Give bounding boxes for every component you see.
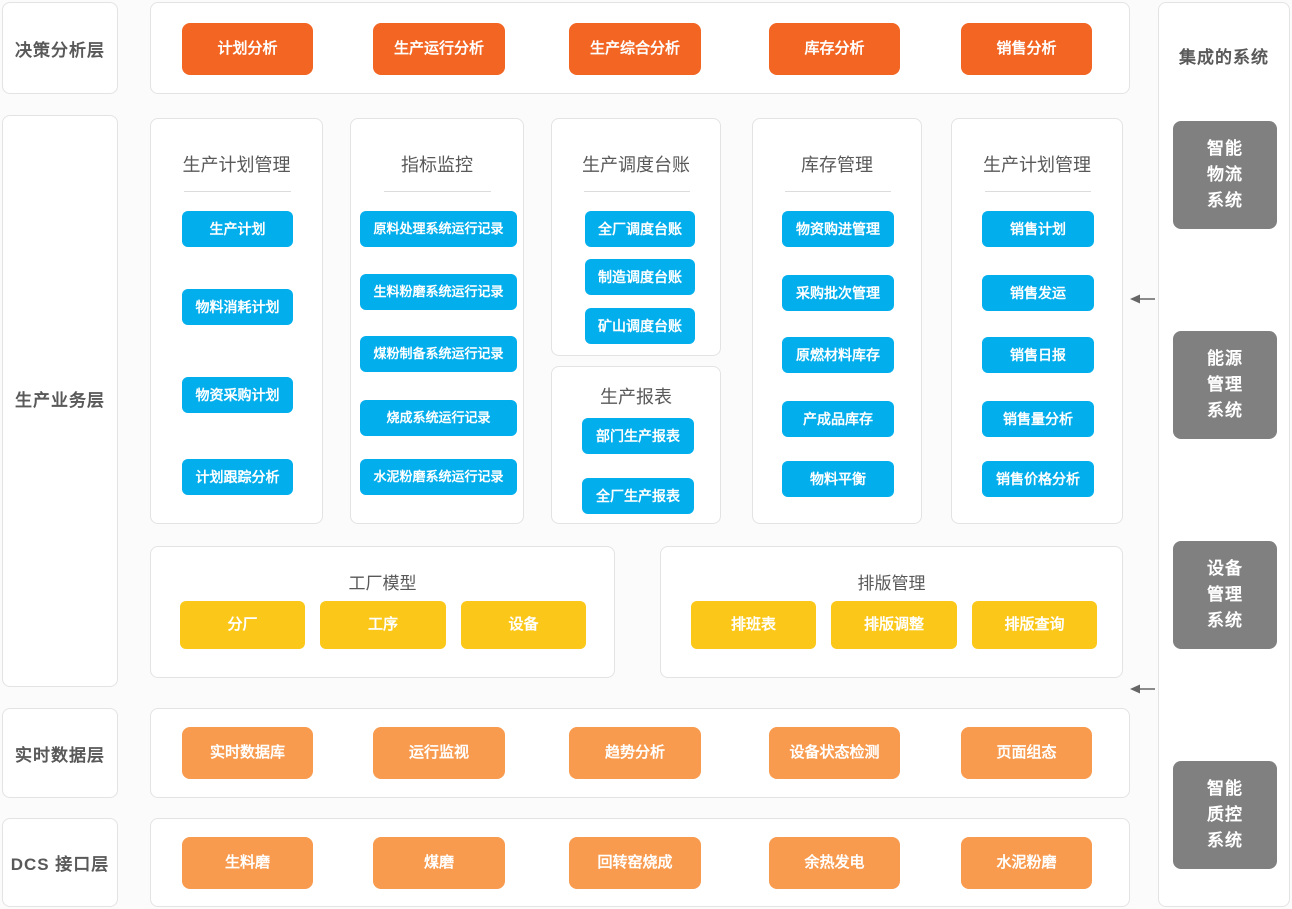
dcs-chip-3[interactable]: 余热发电: [769, 837, 900, 889]
layer-label-realtime: 实时数据层: [2, 708, 118, 798]
system-box-energy-management[interactable]: 能源 管理 系统: [1173, 331, 1277, 439]
group-card-production-plan: 生产计划管理 生产计划 物料消耗计划 物资采购计划 计划跟踪分析: [150, 118, 323, 524]
group-0-item-0[interactable]: 生产计划: [182, 211, 293, 247]
system-box-equipment-management-line-1: 管理: [1207, 585, 1243, 604]
realtime-chip-1[interactable]: 运行监视: [373, 727, 505, 779]
group-card-sales-plan: 生产计划管理 销售计划 销售发运 销售日报 销售量分析 销售价格分析: [951, 118, 1123, 524]
group-5-item-0[interactable]: 销售计划: [982, 211, 1094, 247]
group-divider-2: [584, 191, 690, 192]
group-0-item-2[interactable]: 物资采购计划: [182, 377, 293, 413]
group-3-item-1[interactable]: 全厂生产报表: [582, 478, 694, 514]
group-5-item-2[interactable]: 销售日报: [982, 337, 1094, 373]
group-0-item-3[interactable]: 计划跟踪分析: [182, 459, 293, 495]
group-3-item-0[interactable]: 部门生产报表: [582, 418, 694, 454]
factory-model-item-1[interactable]: 工序: [320, 601, 446, 649]
decision-chip-1[interactable]: 生产运行分析: [373, 23, 505, 75]
group-2-item-2[interactable]: 矿山调度台账: [585, 308, 695, 344]
group-4-item-4[interactable]: 物料平衡: [782, 461, 894, 497]
group-card-schedule-management: 排版管理 排班表 排版调整 排版查询: [660, 546, 1123, 678]
dcs-chip-4[interactable]: 水泥粉磨: [961, 837, 1092, 889]
system-box-smart-logistics-line-0: 智能: [1207, 139, 1243, 158]
dcs-chip-0[interactable]: 生料磨: [182, 837, 313, 889]
layer-label-dcs: DCS 接口层: [2, 818, 118, 907]
decision-chip-4[interactable]: 销售分析: [961, 23, 1092, 75]
layer-label-decision: 决策分析层: [2, 2, 118, 94]
dcs-chip-1[interactable]: 煤磨: [373, 837, 505, 889]
group-title-4: 库存管理: [801, 155, 873, 175]
factory-model-item-0[interactable]: 分厂: [180, 601, 305, 649]
group-5-item-3[interactable]: 销售量分析: [982, 401, 1094, 437]
group-card-index-monitor: 指标监控 原料处理系统运行记录 生料粉磨系统运行记录 煤粉制备系统运行记录 烧成…: [350, 118, 524, 524]
group-title-2: 生产调度台账: [582, 155, 690, 175]
system-box-equipment-management-line-0: 设备: [1207, 559, 1243, 578]
group-card-production-report: 生产报表 部门生产报表 全厂生产报表: [551, 366, 721, 524]
realtime-data-panel: 实时数据库 运行监视 趋势分析 设备状态检测 页面组态: [150, 708, 1130, 798]
group-0-item-1[interactable]: 物料消耗计划: [182, 289, 293, 325]
group-4-item-1[interactable]: 采购批次管理: [782, 275, 894, 311]
system-box-smart-logistics[interactable]: 智能 物流 系统: [1173, 121, 1277, 229]
integration-arrow-top: [1130, 292, 1156, 304]
integration-arrow-bottom: [1130, 682, 1156, 694]
layer-label-dcs-text: DCS 接口层: [10, 855, 110, 874]
group-divider-1: [384, 191, 491, 192]
group-4-item-0[interactable]: 物资购进管理: [782, 211, 894, 247]
group-title-schedule: 排版管理: [857, 574, 926, 593]
realtime-chip-2[interactable]: 趋势分析: [569, 727, 701, 779]
system-box-smart-logistics-line-1: 物流: [1207, 165, 1243, 184]
system-box-smart-quality-control-line-1: 质控: [1207, 805, 1243, 824]
integrated-systems-panel: 集成的系统 智能 物流 系统 能源 管理 系统 设备 管理 系统 智能 质控 系…: [1158, 2, 1290, 907]
group-title-1: 指标监控: [401, 155, 473, 175]
layer-label-business-text: 生产业务层: [15, 391, 105, 410]
system-box-smart-quality-control[interactable]: 智能 质控 系统: [1173, 761, 1277, 869]
schedule-item-1[interactable]: 排版调整: [831, 601, 957, 649]
dcs-interface-panel: 生料磨 煤磨 回转窑烧成 余热发电 水泥粉磨: [150, 818, 1130, 907]
realtime-chip-0[interactable]: 实时数据库: [182, 727, 313, 779]
group-1-item-1[interactable]: 生料粉磨系统运行记录: [360, 274, 517, 310]
factory-model-item-2[interactable]: 设备: [461, 601, 586, 649]
realtime-chip-3[interactable]: 设备状态检测: [769, 727, 900, 779]
integrated-systems-title: 集成的系统: [1179, 48, 1269, 67]
system-box-energy-management-line-1: 管理: [1207, 375, 1243, 394]
group-1-item-4[interactable]: 水泥粉磨系统运行记录: [360, 459, 517, 495]
group-1-item-0[interactable]: 原料处理系统运行记录: [360, 211, 517, 247]
group-2-item-0[interactable]: 全厂调度台账: [585, 211, 695, 247]
system-box-equipment-management[interactable]: 设备 管理 系统: [1173, 541, 1277, 649]
system-box-smart-logistics-line-2: 系统: [1207, 191, 1243, 210]
dcs-chip-2[interactable]: 回转窑烧成: [569, 837, 701, 889]
group-title-factory-model: 工厂模型: [348, 574, 417, 593]
group-divider-4: [785, 191, 891, 192]
group-divider-0: [184, 191, 291, 192]
group-title-3: 生产报表: [600, 387, 672, 407]
group-5-item-4[interactable]: 销售价格分析: [982, 461, 1094, 497]
group-divider-5: [985, 191, 1091, 192]
group-card-dispatch-ledger: 生产调度台账 全厂调度台账 制造调度台账 矿山调度台账: [551, 118, 721, 356]
system-box-equipment-management-line-2: 系统: [1207, 611, 1243, 630]
group-1-item-3[interactable]: 烧成系统运行记录: [360, 400, 517, 436]
system-box-smart-quality-control-line-2: 系统: [1207, 831, 1243, 850]
schedule-item-2[interactable]: 排版查询: [972, 601, 1097, 649]
group-1-item-2[interactable]: 煤粉制备系统运行记录: [360, 336, 517, 372]
group-card-inventory: 库存管理 物资购进管理 采购批次管理 原燃材料库存 产成品库存 物料平衡: [752, 118, 922, 524]
system-box-smart-quality-control-line-0: 智能: [1207, 779, 1243, 798]
schedule-item-0[interactable]: 排班表: [691, 601, 816, 649]
layer-label-realtime-text: 实时数据层: [15, 745, 105, 765]
group-2-item-1[interactable]: 制造调度台账: [585, 259, 695, 295]
group-title-5: 生产计划管理: [983, 155, 1091, 175]
group-title-0: 生产计划管理: [182, 155, 291, 175]
decision-analysis-panel: 计划分析 生产运行分析 生产综合分析 库存分析 销售分析: [150, 2, 1130, 94]
system-box-energy-management-line-2: 系统: [1207, 401, 1243, 420]
group-card-factory-model: 工厂模型 分厂 工序 设备: [150, 546, 615, 678]
group-4-item-3[interactable]: 产成品库存: [782, 401, 894, 437]
decision-chip-3[interactable]: 库存分析: [769, 23, 900, 75]
layer-label-decision-text: 决策分析层: [15, 40, 105, 60]
system-box-energy-management-line-0: 能源: [1207, 349, 1243, 368]
decision-chip-2[interactable]: 生产综合分析: [569, 23, 701, 75]
layer-label-business: 生产业务层: [2, 115, 118, 687]
realtime-chip-4[interactable]: 页面组态: [961, 727, 1092, 779]
group-4-item-2[interactable]: 原燃材料库存: [782, 337, 894, 373]
decision-chip-0[interactable]: 计划分析: [182, 23, 313, 75]
group-5-item-1[interactable]: 销售发运: [982, 275, 1094, 311]
